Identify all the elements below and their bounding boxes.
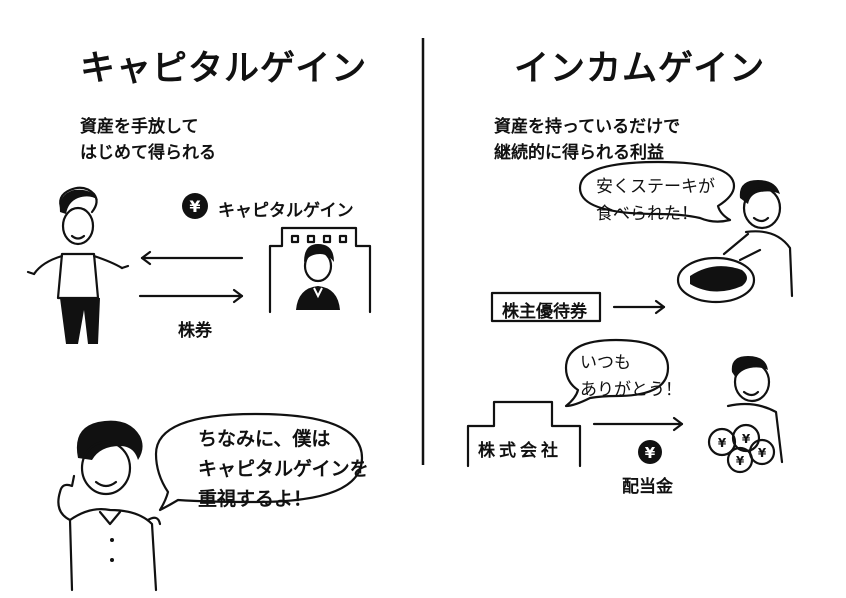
man-with-money-figure: ¥ ¥ ¥ ¥ — [707, 356, 784, 474]
steak-speech-bubble — [578, 160, 736, 223]
arrow-to-left — [140, 250, 244, 266]
svg-text:¥: ¥ — [718, 436, 727, 450]
man-pointing-figure — [57, 420, 162, 592]
left-bubble-line-1: ちなみに、僕は — [198, 428, 331, 450]
left-speech-bubble — [154, 412, 364, 512]
left-subtitle-line-1: 資産を手放して — [80, 117, 199, 137]
voucher-arrow — [612, 299, 666, 315]
company-label: 株式会社 — [478, 441, 562, 461]
steak-bubble-line-1: 安くステーキが — [596, 177, 715, 197]
steak-bubble-line-2: 食べられた！ — [596, 204, 698, 224]
left-subtitle: 資産を手放して はじめて得られる — [80, 114, 216, 166]
steak-bubble-text: 安くステーキが 食べられた！ — [596, 174, 715, 228]
arrow-to-right — [138, 288, 244, 304]
left-arrow-label: 株券 — [178, 321, 212, 341]
left-subtitle-line-2: はじめて得られる — [80, 143, 216, 163]
voucher-label: 株主優待券 — [502, 302, 587, 322]
left-bubble-text: ちなみに、僕は キャピタルゲインを 重視するよ！ — [198, 424, 369, 514]
thanks-bubble-text: いつも ありがとう！ — [580, 350, 682, 404]
thanks-bubble-line-1: いつも — [580, 353, 631, 373]
left-title: キャピタルゲイン — [80, 49, 368, 89]
company-building — [466, 400, 582, 468]
man-standing-figure — [26, 186, 130, 344]
svg-text:¥: ¥ — [736, 454, 745, 468]
svg-text:¥: ¥ — [189, 197, 200, 216]
right-subtitle-line-2: 継続的に得られる利益 — [494, 143, 664, 163]
voucher-box — [490, 291, 602, 323]
dividend-arrow — [592, 416, 684, 432]
man-eating-steak-figure — [676, 180, 794, 304]
thanks-speech-bubble — [564, 338, 670, 408]
right-subtitle: 資産を持っているだけで 継続的に得られる利益 — [494, 114, 680, 166]
yen-coin-icon-right: ¥ — [638, 440, 662, 464]
right-title: インカムゲイン — [514, 49, 766, 89]
company-building-with-person — [268, 226, 372, 314]
left-bubble-line-2: キャピタルゲインを — [198, 458, 369, 480]
svg-text:¥: ¥ — [645, 444, 656, 462]
svg-text:¥: ¥ — [758, 446, 767, 460]
yen-coin-icon: ¥ — [182, 193, 208, 219]
svg-text:¥: ¥ — [742, 432, 751, 446]
left-badge-label: キャピタルゲイン — [218, 201, 354, 221]
thanks-bubble-line-2: ありがとう！ — [580, 380, 682, 400]
right-subtitle-line-1: 資産を持っているだけで — [494, 117, 681, 137]
dividend-label: 配当金 — [622, 477, 673, 497]
left-bubble-line-3: 重視するよ！ — [198, 488, 313, 510]
